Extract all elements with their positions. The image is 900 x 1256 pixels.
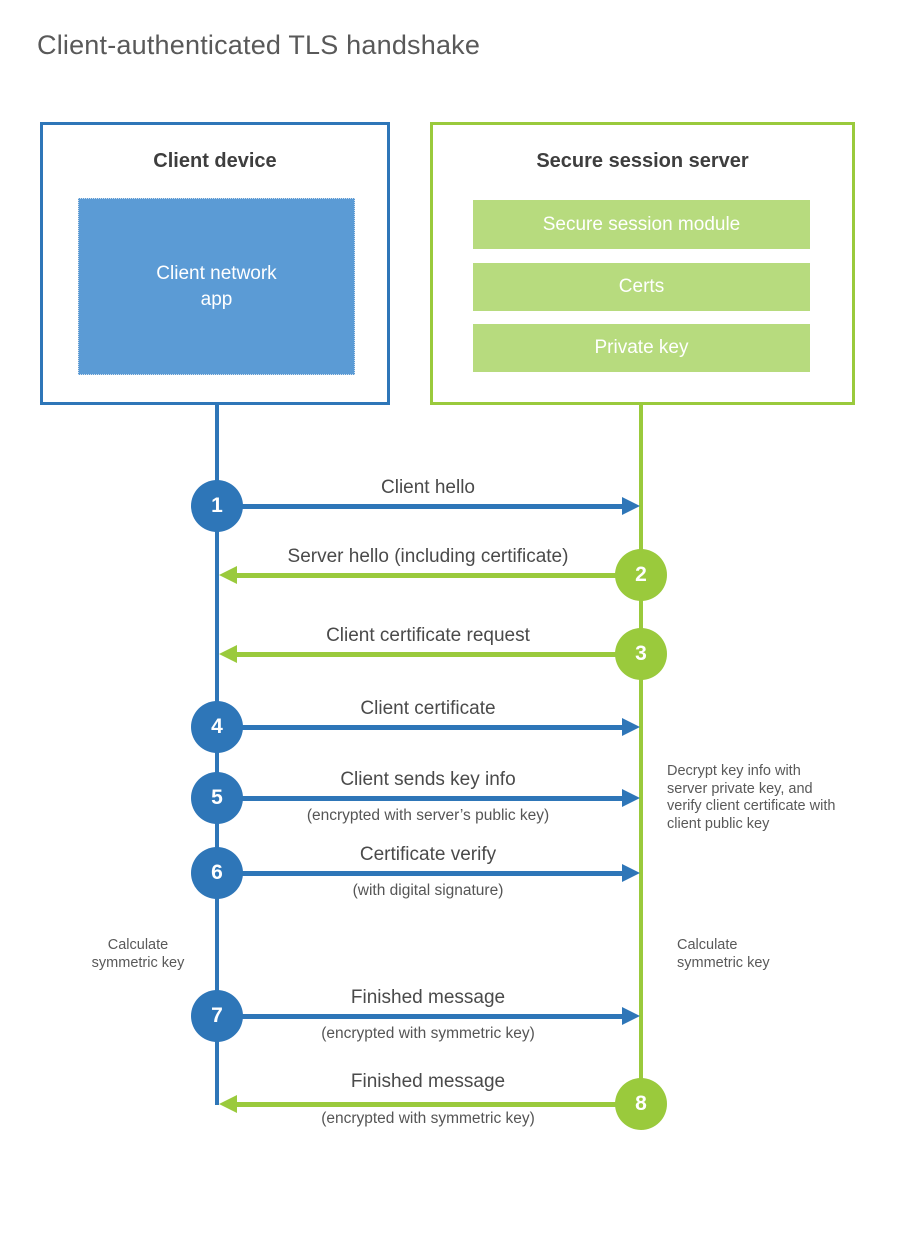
arrow-line (217, 796, 622, 801)
page-title: Client-authenticated TLS handshake (37, 30, 481, 60)
arrowhead-left-icon (219, 645, 237, 663)
arrowhead-left-icon (219, 1095, 237, 1113)
server-module-secure-session: Secure session module (473, 200, 810, 249)
step-number: 1 (211, 494, 223, 517)
message-sublabel: (encrypted with symmetric key) (321, 1025, 535, 1042)
note-calculate-symmetric-key-client: Calculate symmetric key (91, 937, 185, 971)
step-number-badge: 3 (615, 628, 667, 680)
step-number-badge: 2 (615, 549, 667, 601)
note-calculate-symmetric-key-server: Calculate symmetric key (677, 937, 770, 971)
message-label: Client certificate request (326, 625, 530, 646)
server-title: Secure session server (536, 150, 749, 172)
arrow-line (237, 652, 641, 657)
message-sublabel: (encrypted with symmetric key) (321, 1110, 535, 1127)
step-number-badge: 7 (191, 990, 243, 1042)
step-number: 3 (635, 642, 647, 665)
client-lifeline (215, 405, 219, 1105)
message-label: Certificate verify (359, 844, 497, 865)
message-label: Server hello (including certificate) (287, 546, 569, 567)
arrowhead-right-icon (622, 864, 640, 882)
message-label: Finished message (350, 987, 506, 1008)
step-number: 5 (211, 786, 223, 809)
message-label: Client certificate (360, 698, 496, 719)
arrow-line (237, 573, 641, 578)
arrowhead-right-icon (622, 718, 640, 736)
client-device-title: Client device (153, 150, 277, 172)
arrow-line (217, 871, 622, 876)
arrow-line (217, 1014, 622, 1019)
arrowhead-right-icon (622, 789, 640, 807)
arrowhead-left-icon (219, 566, 237, 584)
message-sublabel: (with digital signature) (352, 882, 504, 899)
step-number-badge: 1 (191, 480, 243, 532)
message-label: Client hello (381, 477, 475, 498)
message-sublabel: (encrypted with server’s public key) (306, 807, 550, 824)
arrow-line (237, 1102, 641, 1107)
arrow-line (217, 504, 622, 509)
server-module-private-key: Private key (473, 324, 810, 372)
step-number-badge: 6 (191, 847, 243, 899)
note-decrypt-key-info: Decrypt key info with server private key… (667, 763, 836, 832)
server-lifeline (639, 405, 643, 1110)
step-number-badge: 8 (615, 1078, 667, 1130)
step-number-badge: 4 (191, 701, 243, 753)
step-number-badge: 5 (191, 772, 243, 824)
arrow-line (217, 725, 622, 730)
message-label: Finished message (350, 1071, 506, 1092)
step-number: 7 (211, 1004, 223, 1027)
step-number: 2 (635, 563, 647, 586)
message-label: Client sends key info (340, 769, 516, 790)
server-module-certs: Certs (473, 263, 810, 311)
step-number: 6 (211, 861, 223, 884)
step-number: 4 (211, 715, 223, 738)
arrowhead-right-icon (622, 497, 640, 515)
client-network-app-label: Client network app (156, 262, 277, 310)
arrowhead-right-icon (622, 1007, 640, 1025)
client-network-app-box: Client network app (78, 198, 355, 375)
step-number: 8 (635, 1092, 647, 1115)
